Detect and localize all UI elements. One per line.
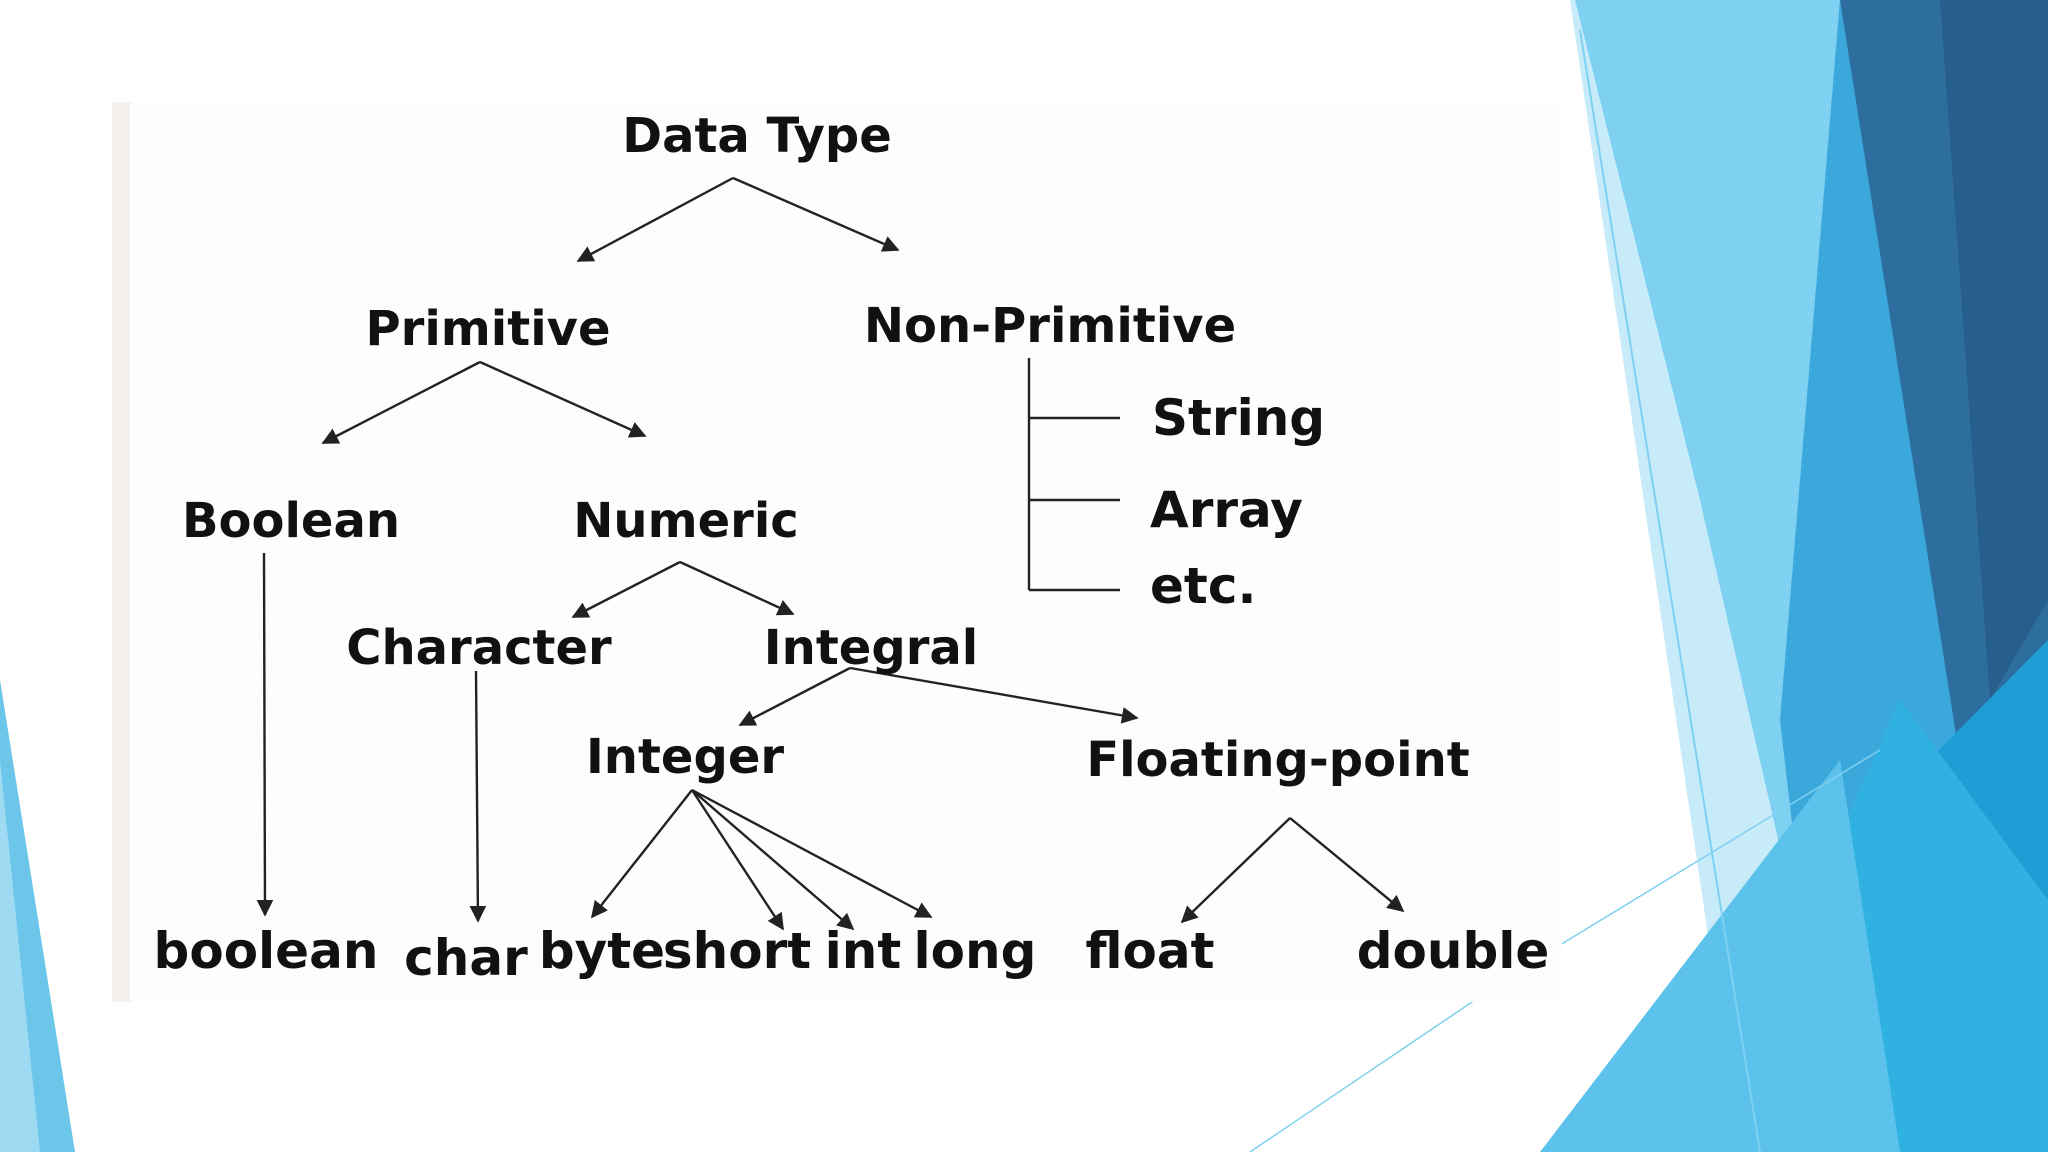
accent-line-2 (1559, 749, 1881, 946)
node-boolean-cat: Boolean (182, 493, 400, 549)
edge-integer-to-byte (590, 789, 693, 919)
edge-integral-to-integer (738, 666, 851, 727)
node-array: Array (1150, 481, 1303, 539)
edges-layer (256, 176, 1405, 931)
edge-boolean-cat-to-boolean (256, 552, 274, 917)
accent-line-1 (1579, 29, 1761, 1152)
diagram-panel (112, 102, 1562, 1002)
node-long: long (914, 922, 1037, 980)
edge-primitive-to-numeric (479, 360, 647, 438)
edge-integral-to-floating-point (849, 666, 1139, 724)
edge-character-to-char (469, 670, 487, 923)
edge-primitive-to-boolean-cat (321, 360, 481, 445)
node-float: float (1085, 922, 1214, 980)
edge-numeric-to-integral (679, 560, 795, 616)
node-non-primitive: Non-Primitive (864, 298, 1236, 354)
node-integral: Integral (764, 620, 978, 676)
node-character: Character (346, 620, 612, 676)
node-string: String (1152, 389, 1325, 447)
right-facet-darkest (1940, 0, 2048, 700)
node-primitive: Primitive (365, 301, 610, 357)
accent-line-3 (1249, 999, 1476, 1152)
edge-integer-to-short (690, 789, 785, 931)
panel-edge (112, 102, 130, 1002)
node-numeric: Numeric (573, 493, 799, 549)
edge-integer-to-long (691, 788, 933, 919)
node-int: int (825, 922, 902, 980)
node-char: char (404, 929, 528, 987)
node-byte: byte (539, 922, 665, 980)
edge-data-type-to-primitive (576, 176, 734, 263)
node-integer: Integer (586, 729, 784, 785)
node-short: short (663, 922, 811, 980)
edge-integer-to-int (691, 789, 855, 931)
edge-data-type-to-non-primitive (732, 176, 900, 252)
edge-numeric-to-character (571, 560, 681, 619)
node-boolean: boolean (154, 922, 379, 980)
edge-floating-point-to-float (1180, 817, 1291, 924)
node-etc: etc. (1150, 557, 1256, 615)
edge-floating-point-to-double (1289, 817, 1405, 913)
bottom-facet-pale (1540, 760, 1900, 1152)
node-double: double (1357, 922, 1550, 980)
left-facet-pale (0, 760, 40, 1152)
node-floating-point: Floating-point (1086, 732, 1469, 788)
node-data-type: Data Type (622, 108, 892, 164)
